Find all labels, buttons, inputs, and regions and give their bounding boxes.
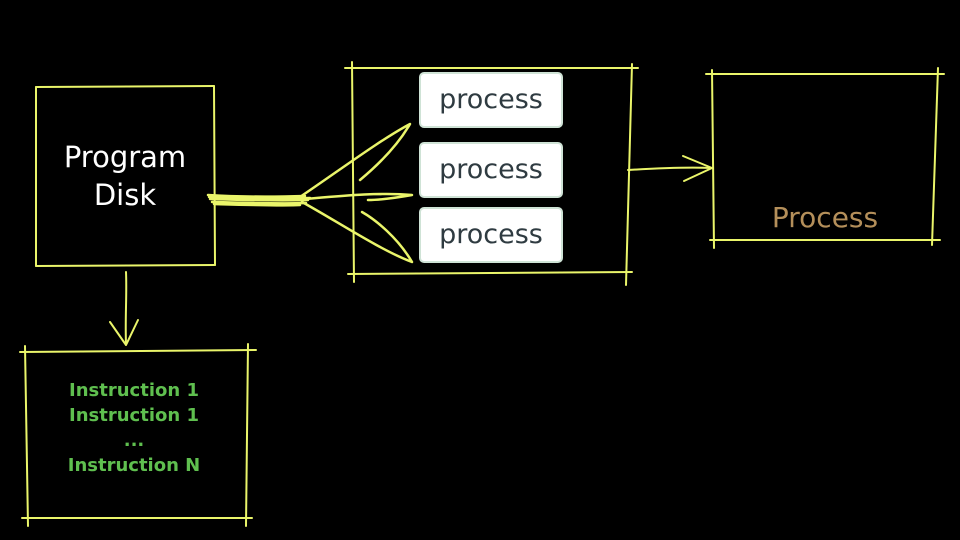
program-disk-label: Program Disk [36, 138, 214, 214]
arrow-to-instructions [109, 271, 139, 346]
process-result-box [705, 67, 945, 249]
process-box-1: process [419, 72, 563, 128]
instructions-box [19, 343, 257, 527]
process-box-3: process [419, 207, 563, 263]
instruction-list: Instruction 1 Instruction 1 ... Instruct… [24, 378, 244, 478]
process-box-2: process [419, 142, 563, 198]
instruction-line-2: Instruction 1 [69, 405, 199, 426]
program-disk-box [35, 85, 216, 267]
instruction-line-n: Instruction N [67, 455, 201, 476]
instruction-line-1: Instruction 1 [69, 380, 199, 401]
arrow-to-result [627, 155, 713, 182]
process-result-label: Process [771, 201, 879, 234]
program-label-line2: Disk [93, 178, 157, 212]
process-container-box [344, 61, 639, 286]
arrow-to-processes [206, 122, 414, 264]
instruction-ellipsis: ... [123, 430, 145, 451]
program-label-line1: Program [63, 140, 187, 174]
